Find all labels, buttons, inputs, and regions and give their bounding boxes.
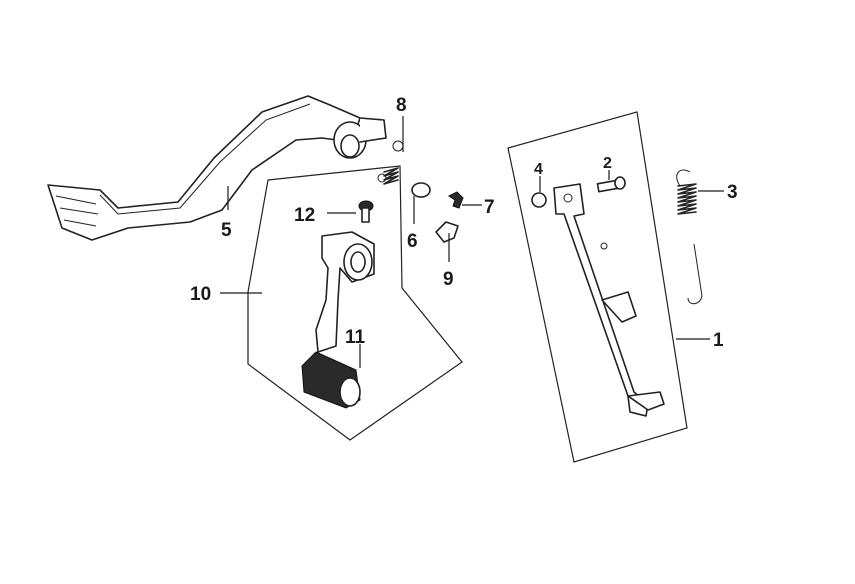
stand-spring-part-3	[676, 169, 703, 305]
leader-lines	[220, 116, 724, 368]
o-ring-part-6	[411, 182, 431, 198]
shift-lever-part-11	[301, 231, 375, 409]
callout-label-10: 10	[190, 284, 211, 305]
bolt-part-2	[596, 176, 626, 193]
callout-label-11: 11	[345, 327, 366, 348]
side-stand-part-1	[553, 183, 665, 417]
nut-part-4	[531, 192, 547, 208]
callout-label-3: 3	[727, 182, 738, 203]
spring-part-8	[377, 140, 404, 185]
bolt-part-12	[358, 200, 374, 223]
callout-label-9: 9	[443, 269, 454, 290]
callout-label-6: 6	[407, 231, 418, 252]
callout-label-5: 5	[221, 220, 232, 241]
callout-label-8: 8	[396, 95, 407, 116]
callout-label-2: 2	[603, 155, 612, 172]
callout-label-4: 4	[534, 161, 543, 178]
callout-label-1: 1	[713, 330, 724, 351]
side-stand-group-border	[507, 111, 688, 463]
clip-part-7	[448, 191, 464, 209]
shift-lever-group-border	[247, 165, 463, 441]
callout-label-7: 7	[484, 197, 495, 218]
callout-label-12: 12	[294, 205, 315, 226]
brake-pedal-part	[47, 95, 387, 241]
bracket-part-9	[435, 221, 459, 243]
